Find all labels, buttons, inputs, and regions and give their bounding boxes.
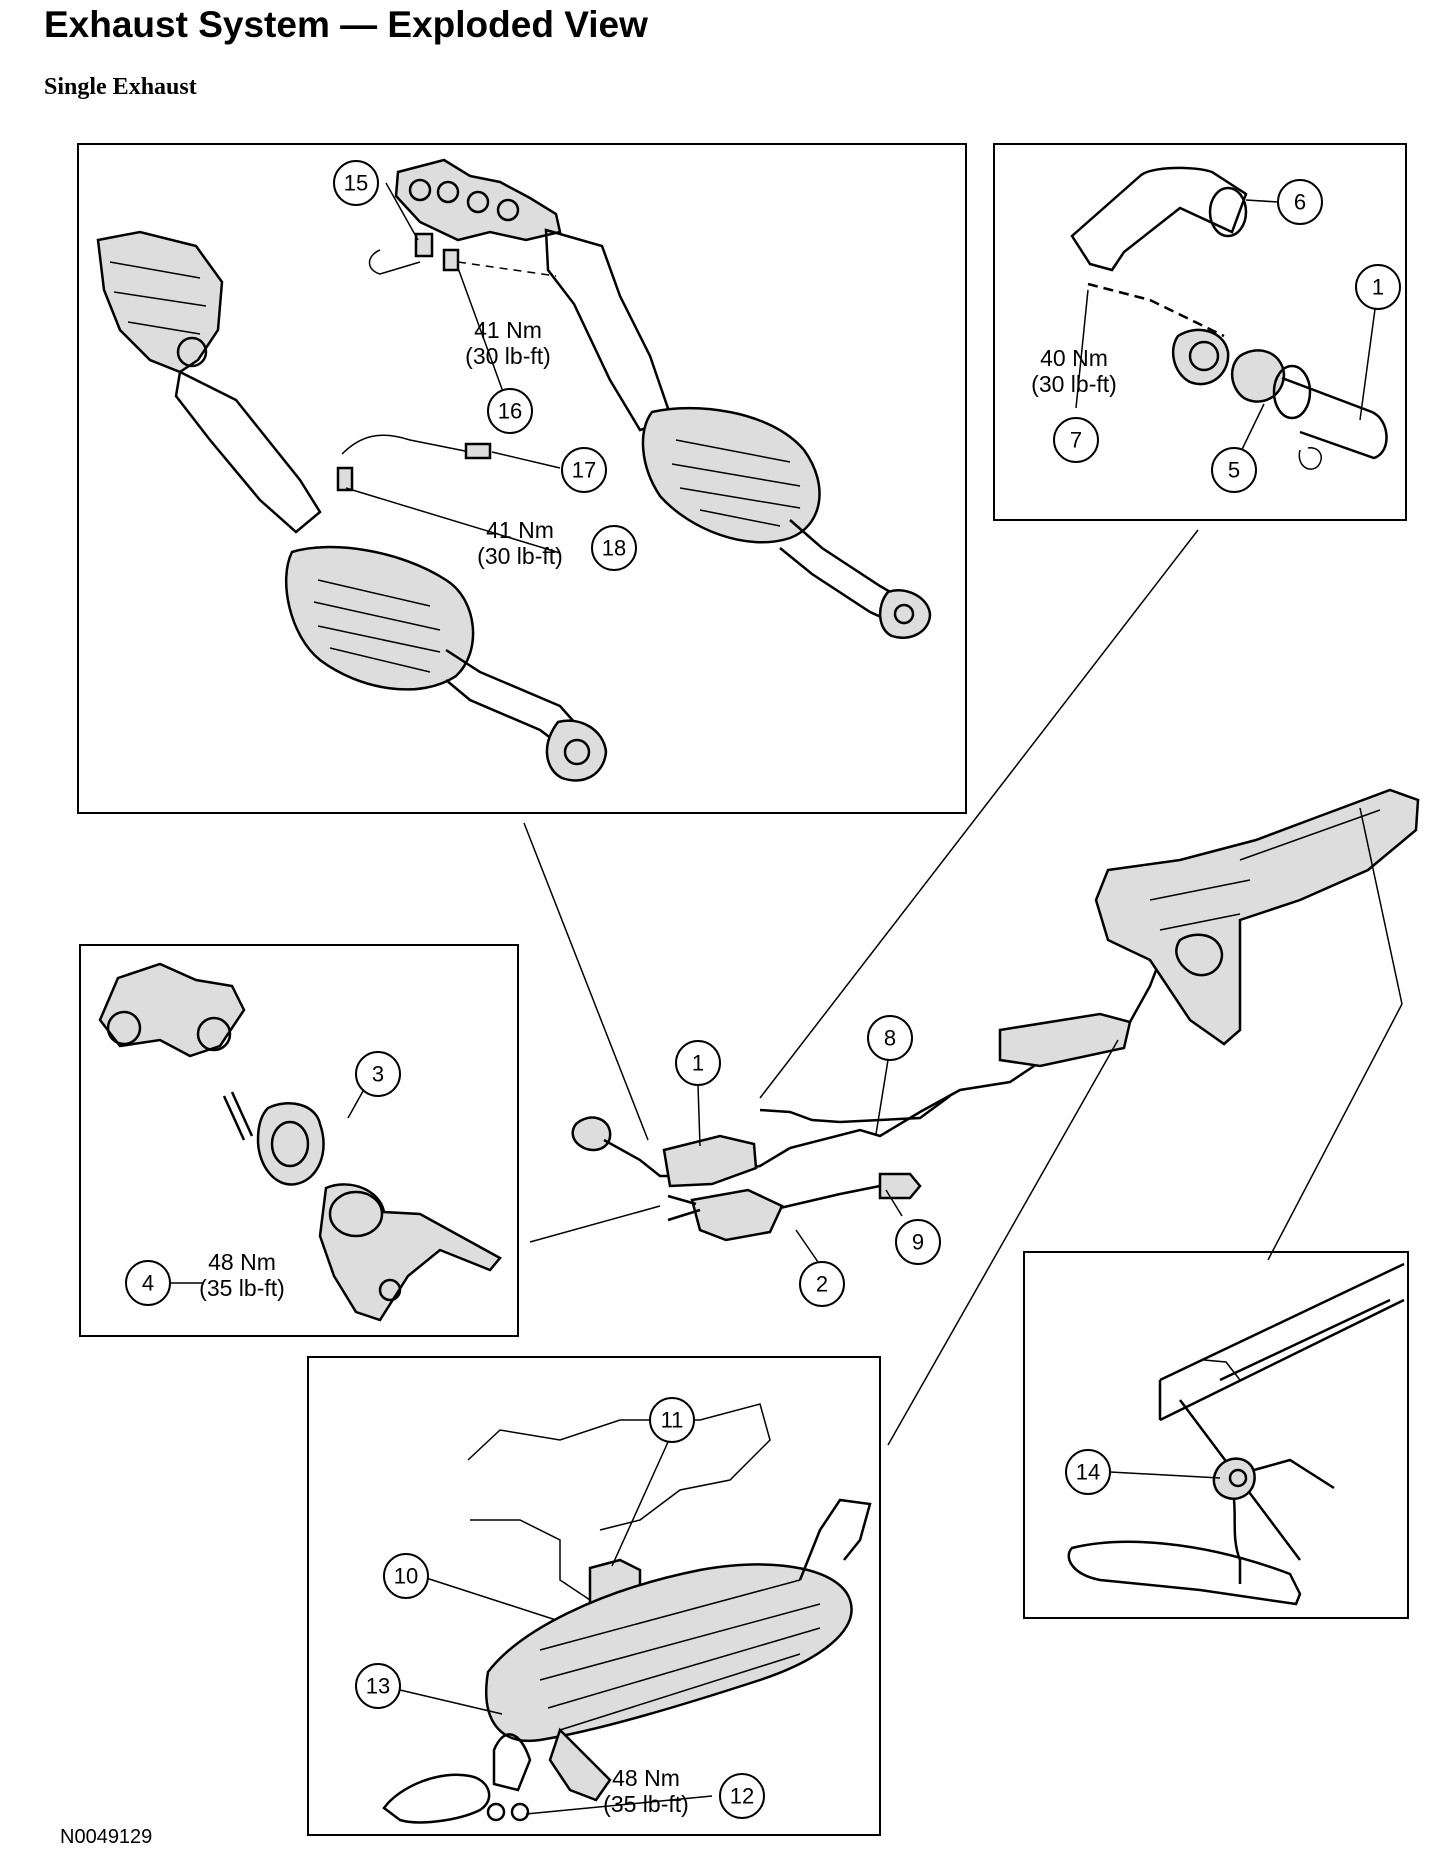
callout-18: 18 xyxy=(591,525,637,571)
svg-text:(35 lb-ft): (35 lb-ft) xyxy=(603,1791,689,1817)
left-exhaust-manifold xyxy=(96,230,224,374)
callout-2: 2 xyxy=(799,1261,845,1307)
hanger-detail xyxy=(1067,1262,1405,1606)
left-catalytic-converter xyxy=(174,370,608,782)
callout-17: 17 xyxy=(561,447,607,493)
right-exhaust-manifold xyxy=(394,158,562,242)
svg-text:6: 6 xyxy=(1294,190,1306,215)
pipe-joint-assembly xyxy=(1070,166,1388,470)
svg-text:48 Nm: 48 Nm xyxy=(612,1765,680,1791)
panel-hanger xyxy=(1023,1251,1409,1619)
main-exhaust-assembly xyxy=(571,788,1420,1242)
torque-spec-4: 48 Nm (35 lb-ft) xyxy=(199,1249,285,1301)
oxygen-sensors xyxy=(336,232,557,492)
svg-text:14: 14 xyxy=(1076,1460,1100,1485)
svg-text:1: 1 xyxy=(692,1051,704,1076)
callout-12: 12 xyxy=(719,1773,765,1819)
flange-gasket-detail xyxy=(98,962,502,1322)
callout-3: 3 xyxy=(355,1051,401,1097)
panel-catalytic-converters xyxy=(77,143,967,814)
svg-text:17: 17 xyxy=(572,458,596,483)
svg-text:40 Nm: 40 Nm xyxy=(1040,345,1108,371)
muffler-detail xyxy=(382,1403,872,1824)
svg-text:(30 lb-ft): (30 lb-ft) xyxy=(477,543,563,569)
svg-text:3: 3 xyxy=(372,1062,384,1087)
torque-spec-12: 48 Nm (35 lb-ft) xyxy=(603,1765,689,1817)
callout-11: 11 xyxy=(649,1397,695,1443)
callout-10: 10 xyxy=(383,1553,429,1599)
page-subtitle: Single Exhaust xyxy=(44,74,197,100)
svg-text:2: 2 xyxy=(816,1272,828,1297)
svg-text:41 Nm: 41 Nm xyxy=(474,317,542,343)
callout-8: 8 xyxy=(867,1015,913,1061)
torque-spec-7: 40 Nm (30 lb-ft) xyxy=(1031,345,1117,397)
svg-text:(30 lb-ft): (30 lb-ft) xyxy=(465,343,551,369)
callout-16: 16 xyxy=(487,388,533,434)
svg-text:(30 lb-ft): (30 lb-ft) xyxy=(1031,371,1117,397)
callout-5: 5 xyxy=(1211,447,1257,493)
callout-4: 4 xyxy=(125,1260,171,1306)
callout-15: 15 xyxy=(333,160,379,206)
svg-text:10: 10 xyxy=(394,1564,418,1589)
svg-text:16: 16 xyxy=(498,399,522,424)
callout-6: 6 xyxy=(1277,179,1323,225)
svg-text:8: 8 xyxy=(884,1026,896,1051)
panel-leader-lines xyxy=(523,529,1403,1446)
svg-text:9: 9 xyxy=(912,1230,924,1255)
callout-9: 9 xyxy=(895,1219,941,1265)
page-title: Exhaust System — Exploded View xyxy=(44,4,648,45)
svg-text:5: 5 xyxy=(1228,458,1240,483)
svg-text:48 Nm: 48 Nm xyxy=(208,1249,276,1275)
svg-text:18: 18 xyxy=(602,536,626,561)
right-catalytic-converter xyxy=(544,228,932,639)
svg-text:11: 11 xyxy=(661,1408,684,1433)
svg-text:12: 12 xyxy=(730,1784,754,1809)
callout-leader-lines xyxy=(170,182,1379,1815)
torque-spec-18: 41 Nm (30 lb-ft) xyxy=(477,517,563,569)
svg-text:41 Nm: 41 Nm xyxy=(486,517,554,543)
figure-id: N0049129 xyxy=(60,1826,153,1848)
torque-spec-16: 41 Nm (30 lb-ft) xyxy=(465,317,551,369)
svg-text:(35 lb-ft): (35 lb-ft) xyxy=(199,1275,285,1301)
svg-text:15: 15 xyxy=(344,171,368,196)
callout-13: 13 xyxy=(355,1663,401,1709)
svg-text:13: 13 xyxy=(366,1674,390,1699)
callout-14: 14 xyxy=(1065,1449,1111,1495)
callout-1: 1 xyxy=(675,1040,721,1086)
callout-1-detail: 1 xyxy=(1355,264,1401,310)
callout-7: 7 xyxy=(1053,417,1099,463)
svg-text:4: 4 xyxy=(142,1271,154,1296)
svg-text:7: 7 xyxy=(1070,428,1082,453)
svg-text:1: 1 xyxy=(1372,275,1384,300)
